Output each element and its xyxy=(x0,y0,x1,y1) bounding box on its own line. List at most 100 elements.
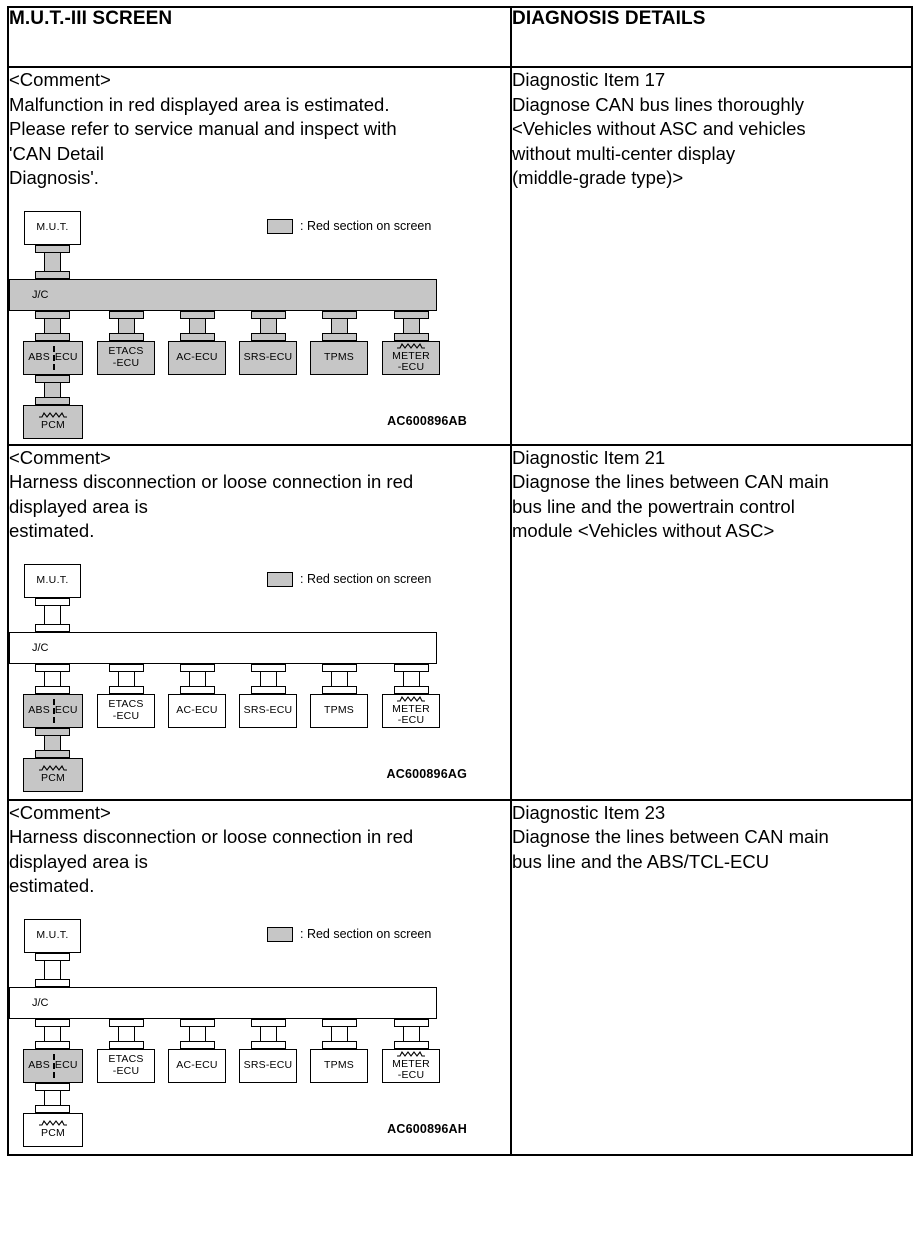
table-row: <Comment> Harness disconnection or loose… xyxy=(7,798,913,1156)
node-tpms-1: TPMS xyxy=(310,340,368,375)
connector-tab-meter-top-2 xyxy=(394,663,429,672)
resistor-icon xyxy=(39,765,67,772)
node-etacs-ecu-3: ETACS -ECU xyxy=(97,1048,155,1083)
connector-tab-tpms-bot-3 xyxy=(322,1040,357,1049)
connector-tab-pcm-top-1 xyxy=(35,396,70,405)
figure-code-1: AC600896AB xyxy=(387,413,467,428)
connector-tab-meter-bot-2 xyxy=(394,685,429,694)
connector-tab-tpms-top-3 xyxy=(322,1018,357,1027)
legend-label: : Red section on screen xyxy=(300,219,432,233)
node-mut-1: M.U.T. xyxy=(24,210,81,245)
node-jc-1: J/C xyxy=(9,278,437,311)
diagnosis-details-cell-1: Diagnostic Item 17 Diagnose CAN bus line… xyxy=(510,66,913,446)
node-ac-ecu-1: AC-ECU xyxy=(168,340,226,375)
resistor-icon xyxy=(39,1120,67,1127)
connector-tab-ac-bot-1 xyxy=(180,332,215,341)
connector-tab-mut-1 xyxy=(35,244,70,253)
node-etacs-ecu-1: ETACS -ECU xyxy=(97,340,155,375)
connector-tab-pcm-top-3 xyxy=(35,1104,70,1113)
node-jc-3: J/C xyxy=(9,986,437,1019)
node-pcm-3: PCM xyxy=(23,1112,83,1147)
connector-tab-abs-bot-2 xyxy=(35,685,70,694)
node-meter-ecu-2: METER -ECU xyxy=(382,693,440,728)
diagnosis-table: M.U.T.-III SCREEN DIAGNOSIS DETAILS <Com… xyxy=(7,6,913,1156)
can-bus-diagram-3: : Red section on screen M.U.T. J/C xyxy=(9,909,489,1154)
table-row: <Comment> Malfunction in red displayed a… xyxy=(7,66,913,446)
node-mut-3: M.U.T. xyxy=(24,918,81,953)
can-bus-diagram-2: : Red section on screen M.U.T. J/C xyxy=(9,554,489,799)
connector-tab-etacs-top-3 xyxy=(109,1018,144,1027)
connector-tab-srs-top-1 xyxy=(251,310,286,319)
diagnosis-details-cell-3: Diagnostic Item 23 Diagnose the lines be… xyxy=(510,798,913,1156)
legend-label: : Red section on screen xyxy=(300,927,432,941)
abs-ecu-divider xyxy=(53,1053,55,1078)
connector-tab-etacs-top-1 xyxy=(109,310,144,319)
red-section-swatch-icon xyxy=(267,571,293,587)
connector-tab-tpms-top-1 xyxy=(322,310,357,319)
table-header-row: M.U.T.-III SCREEN DIAGNOSIS DETAILS xyxy=(7,6,913,68)
connector-tab-abs-pcm-top-3 xyxy=(35,1082,70,1091)
node-pcm-1: PCM xyxy=(23,404,83,439)
resistor-icon xyxy=(397,695,425,702)
node-etacs-ecu-2: ETACS -ECU xyxy=(97,693,155,728)
details-text-3: Diagnostic Item 23 Diagnose the lines be… xyxy=(512,801,829,872)
mut-screen-cell-1: <Comment> Malfunction in red displayed a… xyxy=(7,66,512,446)
node-ac-ecu-2: AC-ECU xyxy=(168,693,226,728)
node-srs-ecu-1: SRS-ECU xyxy=(239,340,297,375)
node-srs-ecu-3: SRS-ECU xyxy=(239,1048,297,1083)
node-srs-ecu-2: SRS-ECU xyxy=(239,693,297,728)
connector-tab-meter-bot-3 xyxy=(394,1040,429,1049)
table-body: M.U.T.-III SCREEN DIAGNOSIS DETAILS <Com… xyxy=(7,6,913,1156)
node-mut-2: M.U.T. xyxy=(24,563,81,598)
red-section-swatch-icon xyxy=(267,218,293,234)
connector-tab-abs-pcm-top-2 xyxy=(35,727,70,736)
connector-tab-etacs-bot-3 xyxy=(109,1040,144,1049)
connector-tab-abs-bot-1 xyxy=(35,332,70,341)
connector-tab-meter-bot-1 xyxy=(394,332,429,341)
connector-tab-abs-top-2 xyxy=(35,663,70,672)
legend-2: : Red section on screen xyxy=(267,571,432,587)
legend-label: : Red section on screen xyxy=(300,572,432,586)
header-cell-diagnosis-details: DIAGNOSIS DETAILS xyxy=(510,6,913,68)
connector-tab-abs-top-1 xyxy=(35,310,70,319)
connector-tab-etacs-bot-2 xyxy=(109,685,144,694)
node-ac-ecu-3: AC-ECU xyxy=(168,1048,226,1083)
figure-code-2: AC600896AG xyxy=(386,766,467,781)
node-tpms-2: TPMS xyxy=(310,693,368,728)
details-text-1: Diagnostic Item 17 Diagnose CAN bus line… xyxy=(512,69,806,188)
connector-tab-srs-bot-3 xyxy=(251,1040,286,1049)
connector-tab-ac-top-3 xyxy=(180,1018,215,1027)
legend-1: : Red section on screen xyxy=(267,218,432,234)
comment-text-3: <Comment> Harness disconnection or loose… xyxy=(9,801,414,897)
connector-tab-ac-bot-2 xyxy=(180,685,215,694)
connector-tab-mut-2 xyxy=(35,597,70,606)
mut-screen-cell-3: <Comment> Harness disconnection or loose… xyxy=(7,798,512,1156)
document-page: M.U.T.-III SCREEN DIAGNOSIS DETAILS <Com… xyxy=(0,6,918,1252)
node-tpms-3: TPMS xyxy=(310,1048,368,1083)
comment-text-2: <Comment> Harness disconnection or loose… xyxy=(9,446,414,542)
connector-tab-mut-3 xyxy=(35,952,70,961)
can-bus-diagram-1: : Red section on screen M.U.T. J/C xyxy=(9,201,489,444)
connector-tab-srs-top-3 xyxy=(251,1018,286,1027)
connector-tab-srs-bot-2 xyxy=(251,685,286,694)
legend-3: : Red section on screen xyxy=(267,926,432,942)
connector-tab-pcm-top-2 xyxy=(35,749,70,758)
connector-tab-tpms-top-2 xyxy=(322,663,357,672)
header-cell-mut-screen: M.U.T.-III SCREEN xyxy=(7,6,512,68)
resistor-icon xyxy=(397,1050,425,1057)
figure-code-3: AC600896AH xyxy=(387,1121,467,1136)
comment-text-1: <Comment> Malfunction in red displayed a… xyxy=(9,69,397,188)
connector-tab-tpms-bot-1 xyxy=(322,332,357,341)
node-pcm-2: PCM xyxy=(23,757,83,792)
connector-tab-meter-top-1 xyxy=(394,310,429,319)
details-text-2: Diagnostic Item 21 Diagnose the lines be… xyxy=(512,446,829,542)
abs-ecu-divider xyxy=(53,698,55,723)
connector-tab-abs-bot-3 xyxy=(35,1040,70,1049)
connector-tab-srs-top-2 xyxy=(251,663,286,672)
connector-tab-ac-top-2 xyxy=(180,663,215,672)
connector-tab-abs-top-3 xyxy=(35,1018,70,1027)
mut-screen-cell-2: <Comment> Harness disconnection or loose… xyxy=(7,443,512,801)
